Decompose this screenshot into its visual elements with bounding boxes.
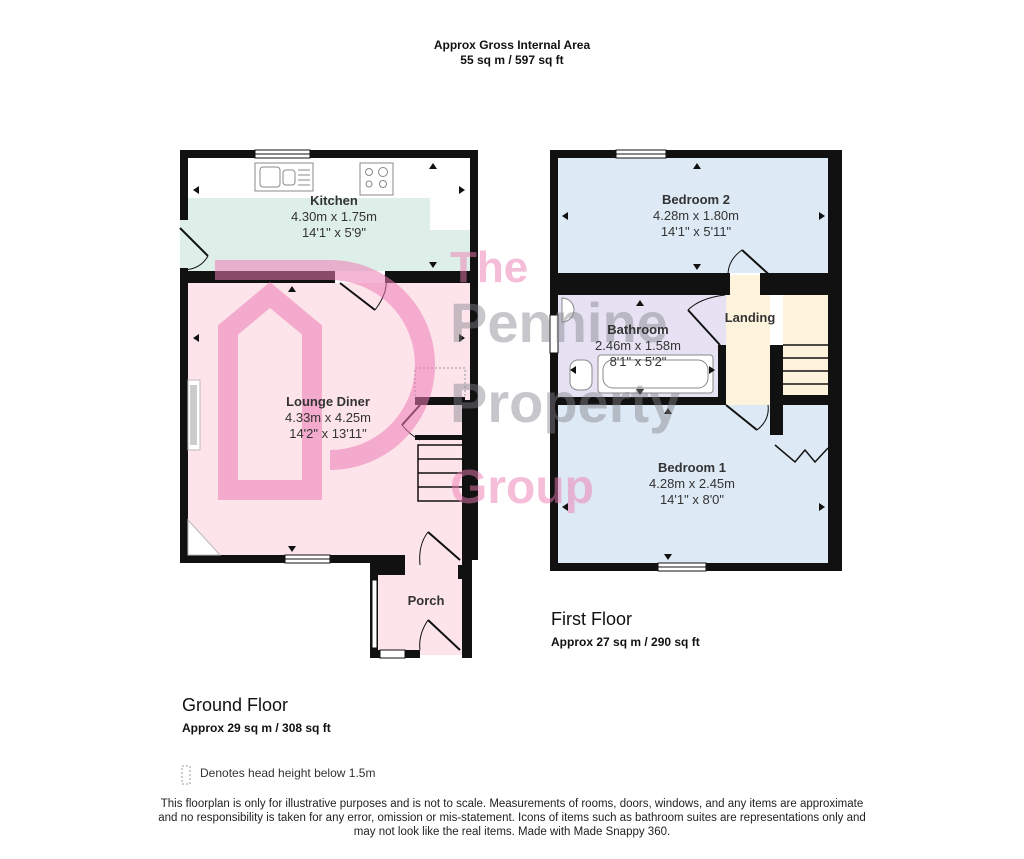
room-imperial: 8'1" x 5'2" — [609, 354, 667, 369]
first-floor-title: First Floor — [551, 609, 632, 629]
first-floor-area: Approx 27 sq m / 290 sq ft — [551, 635, 700, 649]
watermark-text-group: Group — [450, 461, 594, 514]
room-name: Bedroom 2 — [662, 192, 730, 207]
sink-icon — [254, 162, 314, 192]
room-imperial: 14'1" x 5'9" — [301, 225, 367, 240]
room-name: Lounge Diner — [286, 394, 370, 409]
room-imperial: 14'1" x 8'0" — [659, 492, 725, 507]
room-lounge-diner: Lounge Diner 4.33m x 4.25m 14'2" x 13'11… — [228, 394, 428, 442]
room-kitchen: Kitchen 4.30m x 1.75m 14'1" x 5'9" — [234, 193, 434, 241]
head-height-legend: Denotes head height below 1.5m — [200, 766, 376, 780]
disclaimer-line-2: and no responsibility is taken for any e… — [158, 812, 866, 824]
disclaimer-line-3: may not look like the real items. Made w… — [353, 826, 671, 838]
room-name: Bathroom — [607, 322, 669, 337]
room-imperial: 14'2" x 13'11" — [289, 426, 367, 441]
gross-area-title: Approx Gross Internal Area — [433, 38, 591, 52]
watermark-logo — [215, 260, 435, 500]
disclaimer-line-1: This floorplan is only for illustrative … — [160, 798, 864, 810]
room-name: Bedroom 1 — [658, 460, 726, 475]
room-metric: 4.33m x 4.25m — [285, 410, 371, 425]
dimension-arrows-first — [562, 163, 825, 560]
room-landing: Landing — [715, 310, 785, 326]
ground-floor-area: Approx 29 sq m / 308 sq ft — [182, 721, 331, 735]
watermark-text-the: The — [450, 243, 529, 292]
room-porch: Porch — [386, 593, 466, 609]
hob-icon — [359, 162, 394, 196]
stairs-first — [783, 344, 828, 385]
gross-area-value: 55 sq m / 597 sq ft — [460, 53, 564, 67]
room-bathroom: Bathroom 2.46m x 1.58m 8'1" x 5'2" — [578, 322, 698, 370]
landing-floor — [726, 275, 770, 405]
room-metric: 4.28m x 2.45m — [649, 476, 735, 491]
room-bedroom-2: Bedroom 2 4.28m x 1.80m 14'1" x 5'11" — [596, 192, 796, 240]
dimension-arrows-ground — [193, 163, 465, 552]
stairs-ground — [417, 444, 464, 502]
room-metric: 2.46m x 1.58m — [595, 338, 681, 353]
bedroom2-floor — [558, 158, 828, 273]
watermark-text-property: Property — [450, 371, 681, 434]
room-name: Landing — [724, 310, 776, 325]
ground-floor-title: Ground Floor — [182, 695, 289, 715]
room-metric: 4.28m x 1.80m — [653, 208, 739, 223]
kitchen-floor — [188, 198, 470, 271]
room-name: Porch — [407, 593, 445, 608]
head-height-legend-icon — [181, 765, 191, 785]
room-imperial: 14'1" x 5'11" — [660, 224, 732, 239]
watermark-text-pennine: Pennine — [450, 291, 668, 354]
room-name: Kitchen — [310, 193, 358, 208]
first-floor-plan — [549, 149, 842, 572]
room-metric: 4.30m x 1.75m — [291, 209, 377, 224]
room-bedroom-1: Bedroom 1 4.28m x 2.45m 14'1" x 8'0" — [592, 460, 792, 508]
